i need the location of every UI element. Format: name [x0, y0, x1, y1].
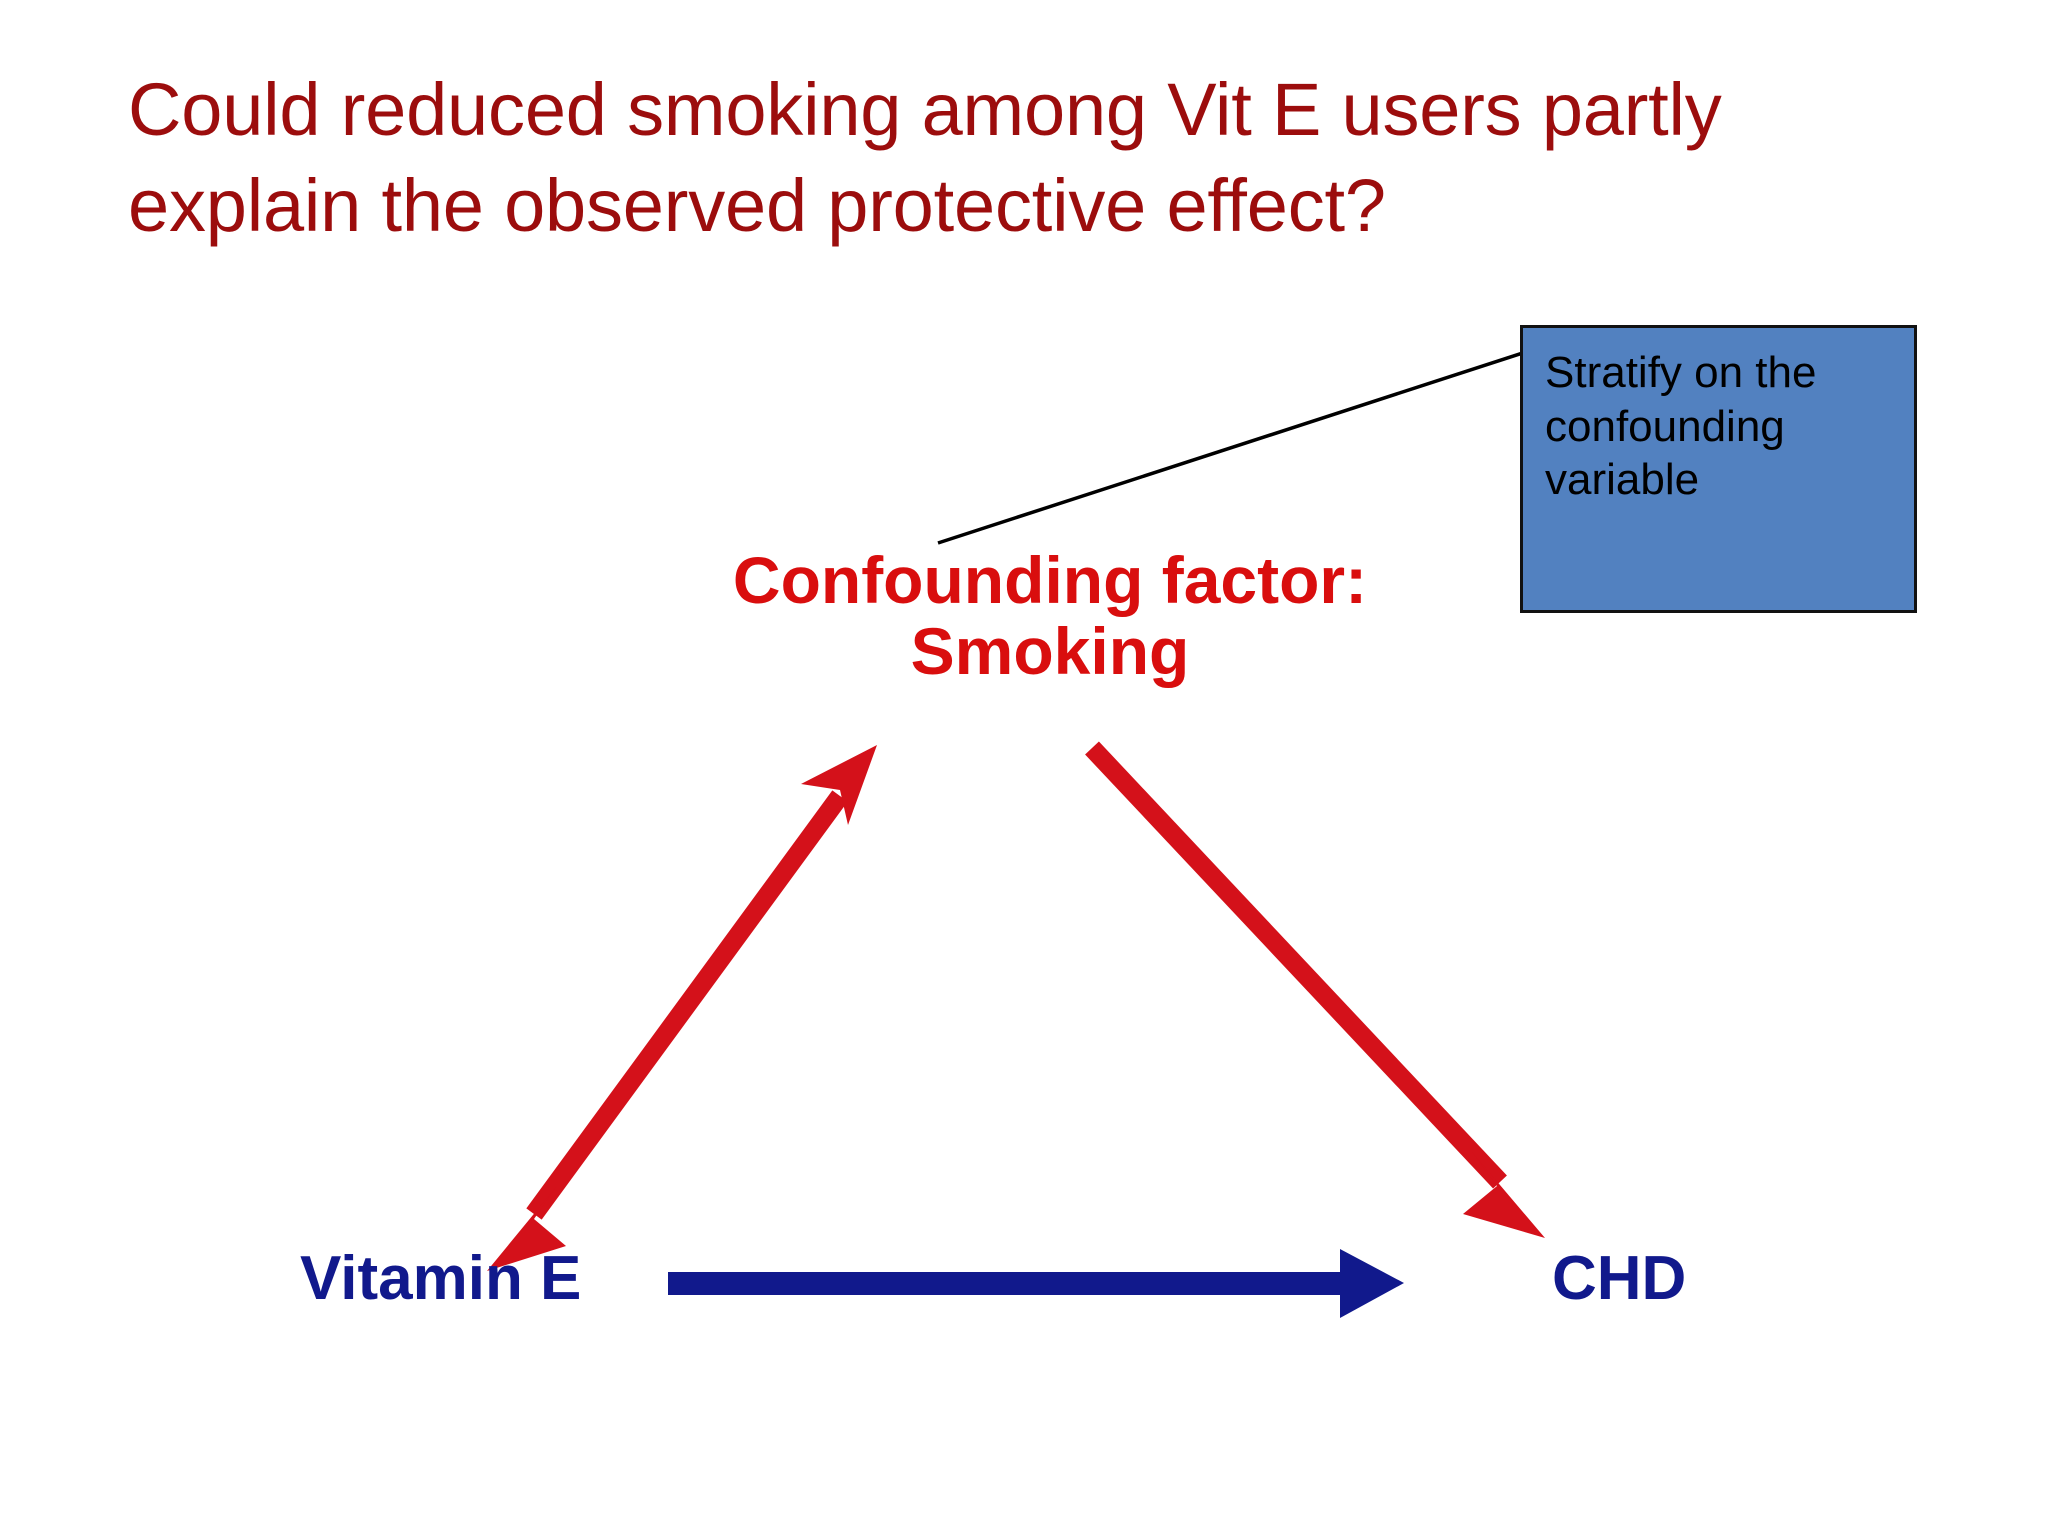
callout-connector-line [937, 346, 1539, 545]
exposure-confounder-arrow [487, 745, 877, 1271]
page-title: Could reduced smoking among Vit E users … [128, 68, 1722, 248]
node-label-confounder: Confounding factor: Smoking [732, 543, 1368, 688]
callout-text: Stratify on the confounding variable [1545, 348, 1817, 505]
callout-box: Stratify on the confounding variable [1520, 325, 1917, 613]
confounder-outcome-arrow [1085, 741, 1545, 1238]
node-label-exposure: Vitamin E [300, 1244, 582, 1313]
exposure-outcome-arrow [668, 1249, 1404, 1318]
node-label-outcome: CHD [1552, 1244, 1687, 1313]
